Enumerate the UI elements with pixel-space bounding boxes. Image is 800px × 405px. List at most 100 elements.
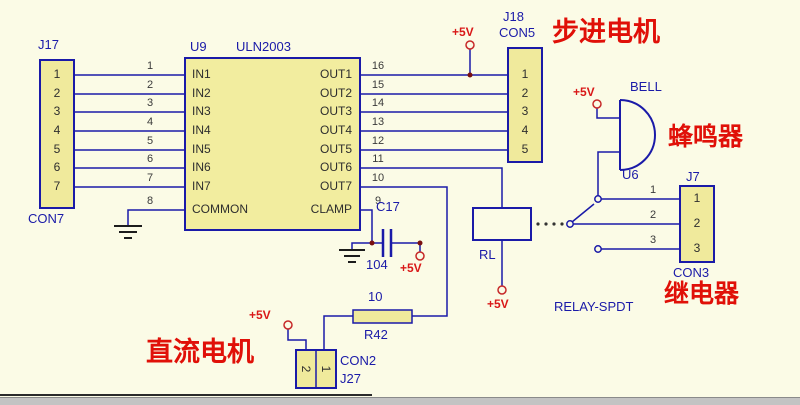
bell-name: BELL [630, 79, 662, 94]
u9-pin-number: 7 [146, 172, 154, 184]
u9-pin-name: OUT5 [319, 142, 352, 156]
u9-pin-number: 10 [371, 172, 385, 184]
relay-wire-number: 1 [649, 184, 657, 196]
r42-ref: R42 [364, 327, 388, 342]
u9-pin-number: 8 [146, 195, 154, 207]
j17-pin: 6 [53, 160, 61, 174]
u9-pin-name: OUT6 [319, 160, 352, 174]
j17-pin: 7 [53, 179, 61, 193]
relay-coil-ref: RL [479, 247, 496, 262]
u9-pin-number: 1 [146, 60, 154, 72]
j7-pin: 2 [693, 216, 701, 230]
power-label: +5V [487, 297, 509, 311]
j27-type: CON2 [340, 353, 377, 368]
u9-pin-number: 13 [371, 116, 385, 128]
j7-ref: J7 [686, 169, 700, 184]
u9-pin-name: OUT7 [319, 179, 352, 193]
u9-pin-number: 3 [146, 97, 154, 109]
annotation-buzzer: 蜂鸣器 [668, 123, 744, 151]
u9-pin-name: IN2 [192, 86, 211, 100]
u9-pin-name: OUT3 [319, 104, 352, 118]
u9-pin-name: IN4 [192, 123, 211, 137]
ground-symbol [114, 225, 142, 239]
power-terminal [592, 99, 602, 109]
sheet-border-line [0, 394, 372, 396]
annotation-stepper-motor: 步进电机 [552, 17, 660, 47]
wire-spdt-to-j7 [573, 198, 680, 250]
j17-type: CON7 [28, 211, 65, 226]
u9-pin-number: 12 [371, 135, 385, 147]
buzzer-symbol[interactable] [619, 99, 656, 171]
power-label: +5V [249, 308, 271, 322]
wire-u9-to-j18 [360, 74, 508, 151]
wire-common-to-ground [127, 209, 185, 226]
r42-value: 10 [368, 289, 383, 304]
j17-pin: 2 [53, 86, 61, 100]
relay-wire-number: 3 [649, 234, 657, 246]
junction-dot [369, 240, 375, 246]
bell-ref: U6 [622, 167, 639, 182]
u9-pin-number: 2 [146, 79, 154, 91]
power-terminal [497, 285, 507, 295]
bottom-scrollbar[interactable] [0, 397, 800, 405]
u9-pin-number: 15 [371, 79, 385, 91]
relay-coil-rl-body[interactable] [472, 207, 532, 241]
relay-wire-number: 2 [649, 209, 657, 221]
u9-pin-name: COMMON [192, 202, 248, 216]
u9-pin-name: IN5 [192, 142, 211, 156]
u9-pin-number: 5 [146, 135, 154, 147]
j18-ref: J18 [503, 9, 524, 24]
power-label: +5V [452, 25, 474, 39]
relay-part: RELAY-SPDT [554, 299, 634, 314]
j17-pin: 1 [53, 67, 61, 81]
u9-pin-name: OUT2 [319, 86, 352, 100]
u9-body[interactable] [184, 57, 361, 231]
u9-pin-name: OUT4 [319, 123, 352, 137]
junction-dot [467, 72, 473, 78]
junction-dot [417, 240, 423, 246]
j17-pin: 4 [53, 123, 61, 137]
u9-pin-number: 4 [146, 116, 154, 128]
power-label: +5V [400, 261, 422, 275]
c17-value: 104 [366, 257, 388, 272]
c17-ref: C17 [376, 199, 400, 214]
relay-mech-link-dots [536, 222, 564, 226]
j17-connector-body[interactable] [39, 59, 75, 209]
wire-bell [596, 108, 620, 196]
wire-clamp-c17 [351, 209, 421, 252]
u9-pin-name: IN7 [192, 179, 211, 193]
power-terminal [415, 251, 425, 261]
u9-pin-name: IN6 [192, 160, 211, 174]
capacitor-c17-plates[interactable] [381, 229, 393, 257]
j27-ref: J27 [340, 371, 361, 386]
relay-spdt-contacts[interactable] [566, 195, 602, 253]
j7-connector-body[interactable] [679, 185, 715, 263]
j17-pin: 5 [53, 142, 61, 156]
power-terminal [465, 40, 475, 50]
wire-out7-to-r42 [360, 186, 448, 317]
power-terminal [283, 320, 293, 330]
resistor-r42-body[interactable] [352, 309, 413, 324]
j27-pin: 1 [319, 365, 333, 373]
u9-ref: U9 [190, 39, 207, 54]
wire-r42-to-j27 [287, 315, 353, 350]
j18-connector-body[interactable] [507, 47, 543, 163]
u9-part: ULN2003 [236, 39, 291, 54]
j18-pin: 5 [521, 142, 529, 156]
j18-pin: 1 [521, 67, 529, 81]
j27-connector-body[interactable] [295, 349, 337, 389]
j17-pin: 3 [53, 104, 61, 118]
wire-j17-to-u9 [74, 74, 185, 188]
j27-pin: 2 [299, 365, 313, 373]
u9-pin-name: IN1 [192, 67, 211, 81]
u9-pin-name: OUT1 [319, 67, 352, 81]
j18-pin: 3 [521, 104, 529, 118]
annotation-relay: 继电器 [664, 280, 740, 308]
j7-pin: 3 [693, 241, 701, 255]
power-label: +5V [573, 85, 595, 99]
u9-pin-number: 14 [371, 97, 385, 109]
annotation-dc-motor: 直流电机 [146, 337, 254, 367]
wire-out6-to-relay [360, 167, 503, 208]
